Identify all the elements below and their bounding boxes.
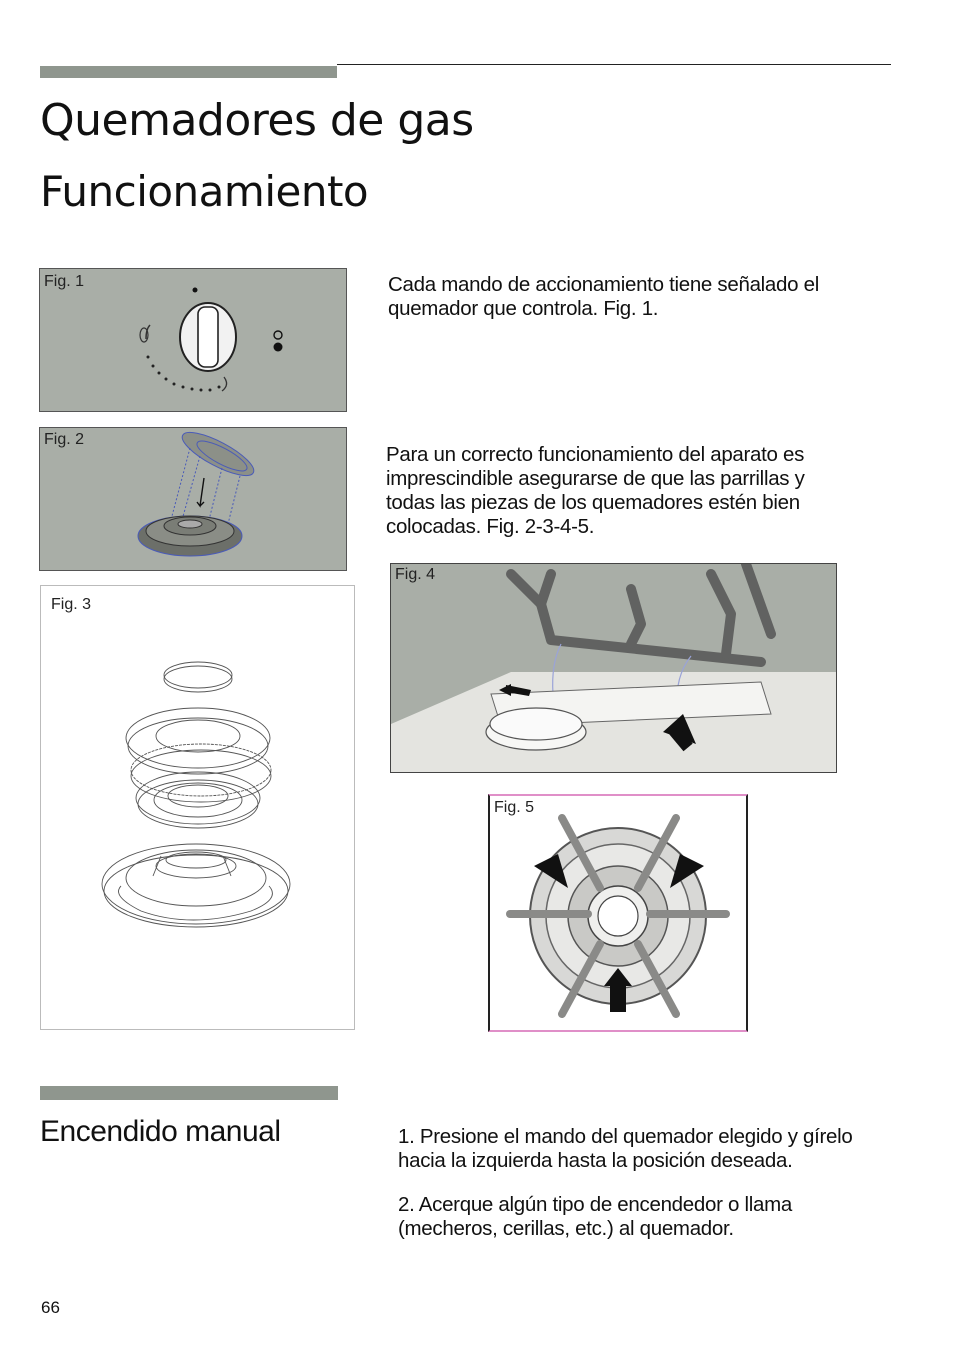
step-2-line-1: 2. Acerque algún tipo de encendedor o ll… — [398, 1193, 792, 1216]
figure-1-knob: Fig. 1 — [39, 268, 347, 412]
paragraph-placement-line-2: imprescindible asegurarse de que las par… — [386, 467, 805, 490]
step-2: 2. Acerque algún tipo de encendedor o ll… — [398, 1193, 792, 1241]
knob-illustration — [139, 287, 283, 392]
burner-assembly-illustration — [137, 431, 255, 557]
page-title: Quemadores de gas — [40, 95, 474, 146]
figure-3-exploded-burner: Fig. 3 — [40, 585, 355, 1030]
page-subtitle: Funcionamiento — [40, 167, 369, 216]
exploded-burner-illustration — [101, 661, 291, 928]
grid-placement-illustration — [391, 564, 836, 772]
figure-2-burner-assembly: Fig. 2 — [39, 427, 347, 571]
step-1-line-1: 1. Presione el mando del quemador elegid… — [398, 1125, 853, 1148]
figure-4-grid-placement: Fig. 4 — [390, 563, 837, 773]
section-heading-manual-ignition: Encendido manual — [40, 1115, 281, 1148]
header-rule-thin — [337, 64, 891, 65]
step-1: 1. Presione el mando del quemador elegid… — [398, 1125, 853, 1173]
section-rule — [40, 1086, 338, 1100]
paragraph-knob-line-1: Cada mando de accionamiento tiene señala… — [388, 273, 819, 296]
paragraph-knob-line-2: quemador que controla. Fig. 1. — [388, 297, 659, 320]
paragraph-placement-line-4: colocadas. Fig. 2-3-4-5. — [386, 515, 595, 538]
paragraph-placement: Para un correcto funcionamiento del apar… — [386, 443, 805, 539]
figure-1-label: Fig. 1 — [44, 273, 85, 290]
paragraph-knob: Cada mando de accionamiento tiene señala… — [388, 273, 819, 321]
paragraph-placement-line-3: todas las piezas de los quemadores estén… — [386, 491, 800, 514]
header-rule-thick — [40, 66, 337, 78]
paragraph-placement-line-1: Para un correcto funcionamiento del apar… — [386, 443, 805, 466]
figure-5-label: Fig. 5 — [494, 799, 535, 816]
figure-3-label: Fig. 3 — [51, 596, 92, 613]
figure-2-label: Fig. 2 — [44, 431, 85, 448]
burner-top-view-illustration — [506, 814, 730, 1018]
figure-4-label: Fig. 4 — [395, 566, 436, 583]
step-2-line-2: (mecheros, cerillas, etc.) al quemador. — [398, 1217, 734, 1240]
page-number: 66 — [41, 1298, 60, 1317]
step-1-line-2: hacia la izquierda hasta la posición des… — [398, 1149, 793, 1172]
figure-5-burner-top-view: Fig. 5 — [488, 794, 748, 1032]
